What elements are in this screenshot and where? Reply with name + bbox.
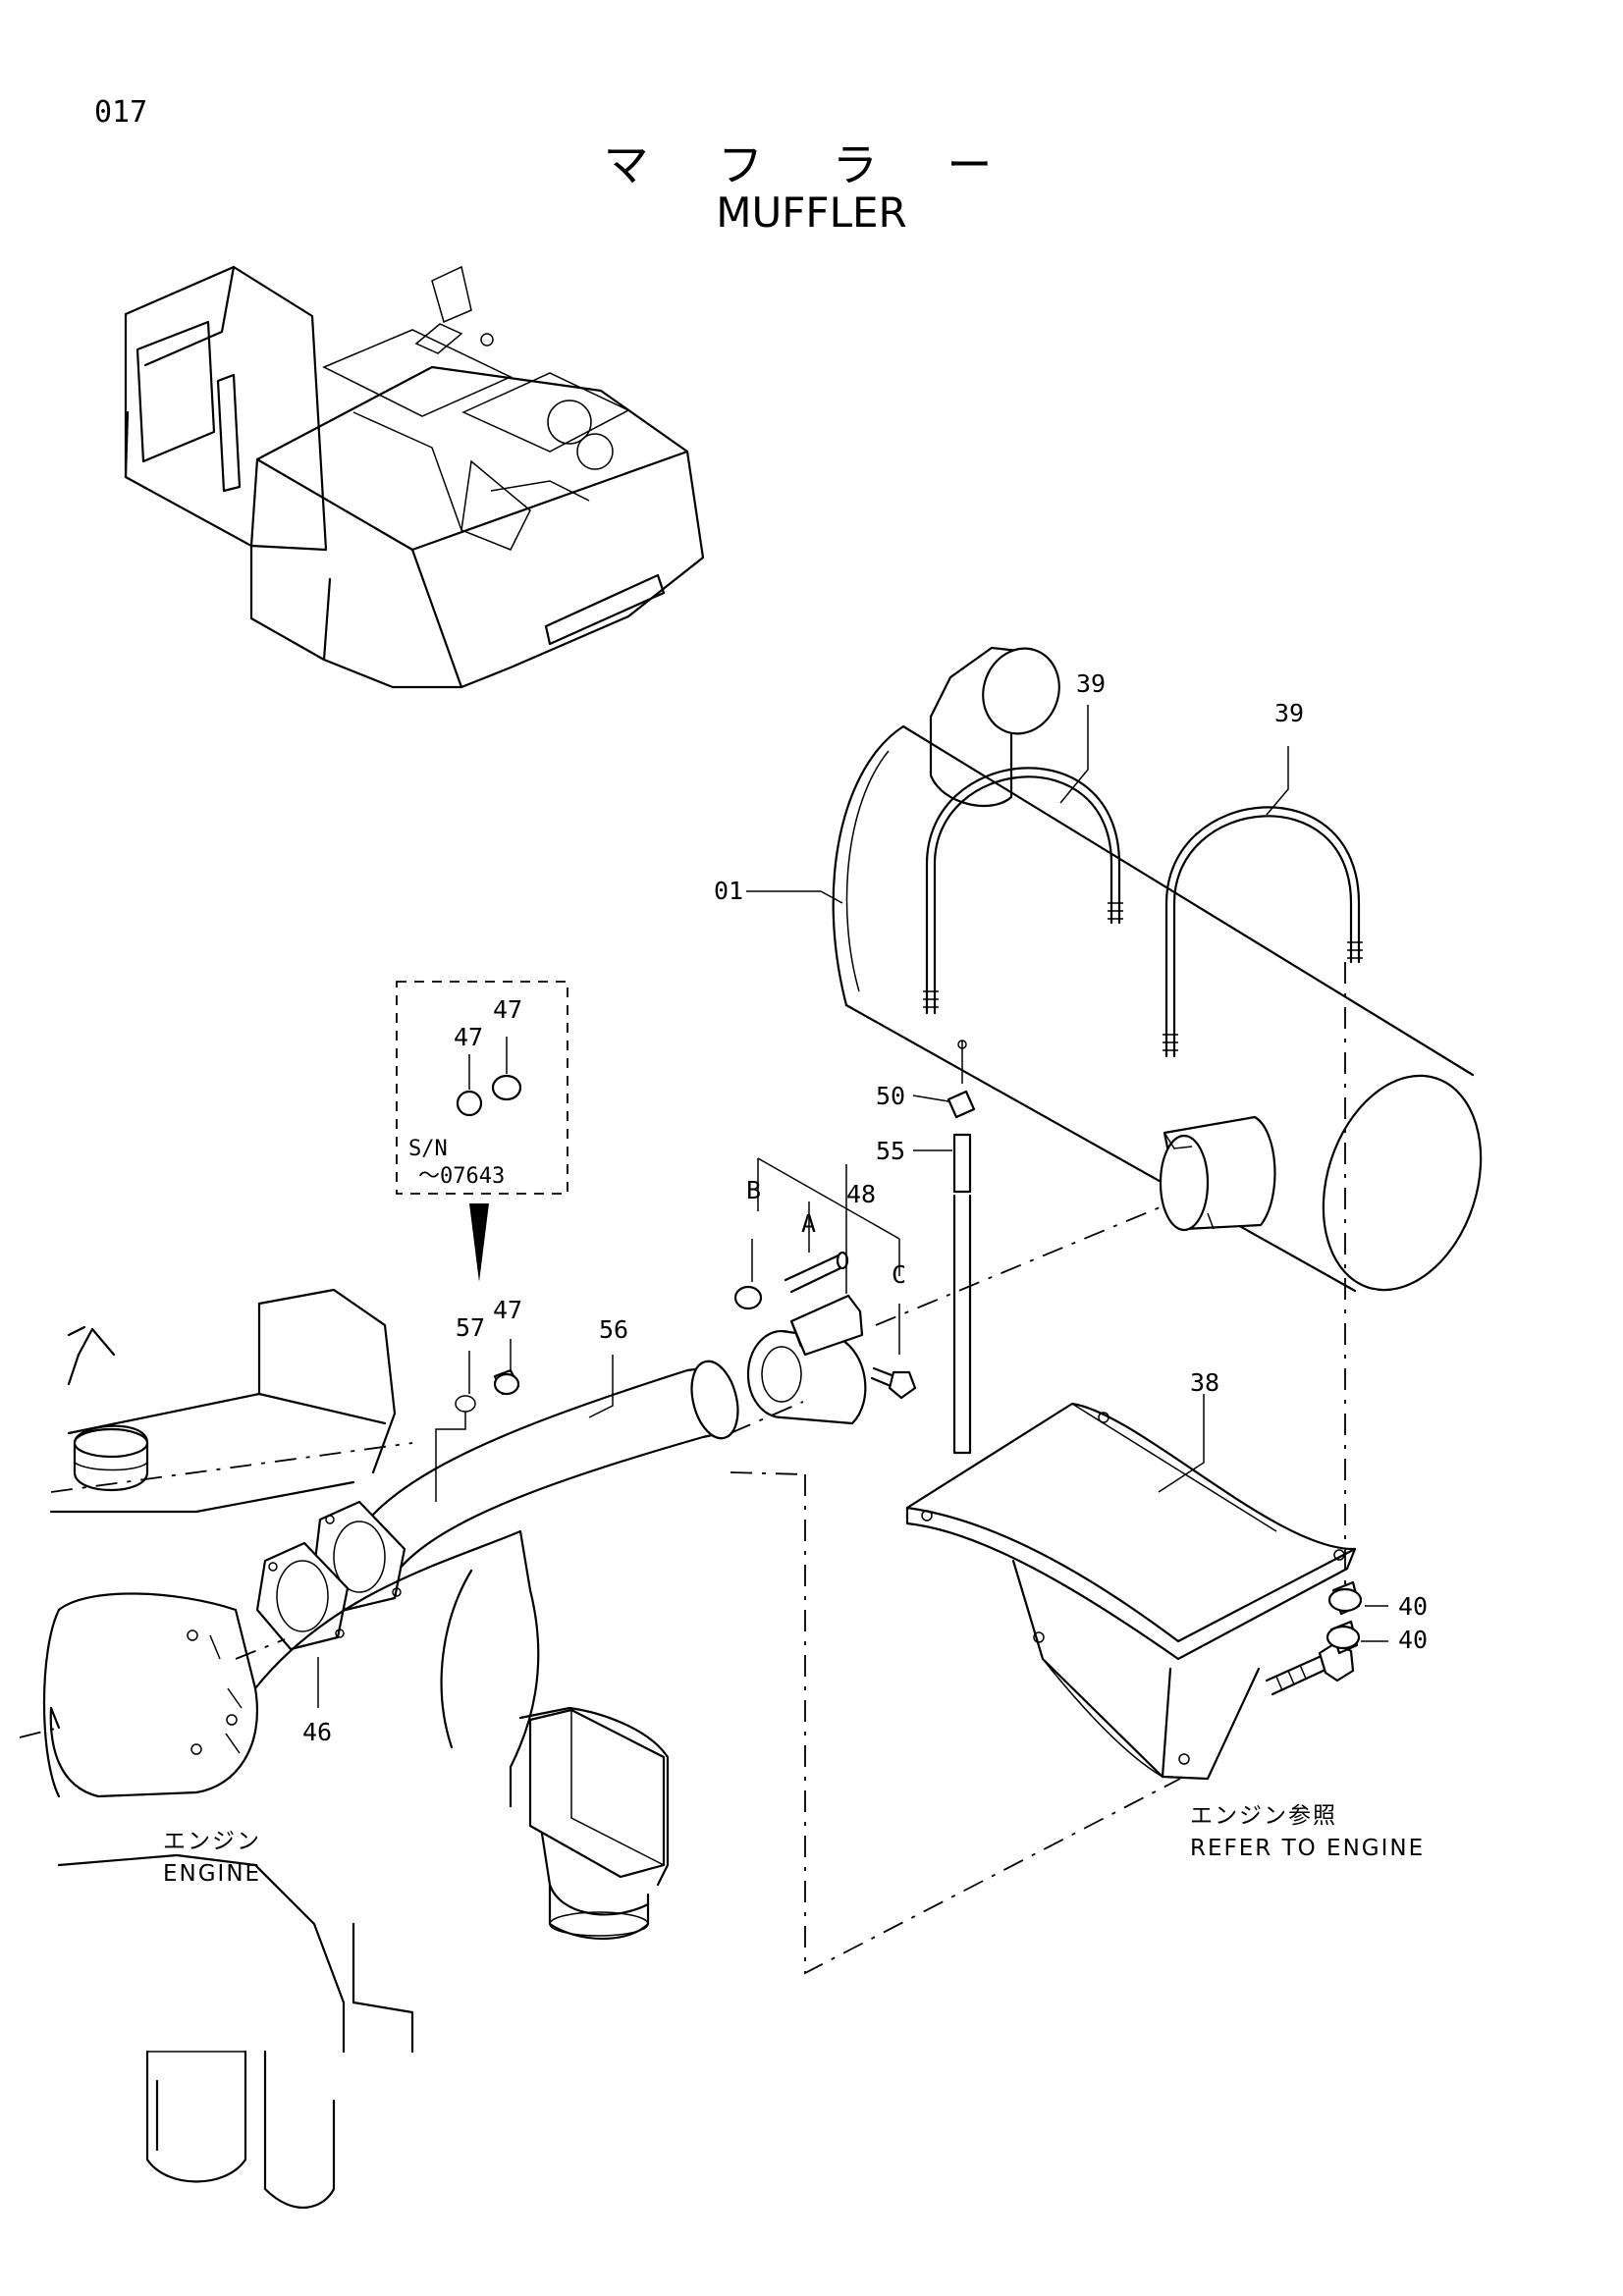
label-part-55: 55 (876, 1137, 906, 1165)
serial-number-box (396, 981, 568, 1282)
page-title: MUFFLER (716, 188, 907, 237)
label-part-38: 38 (1190, 1368, 1220, 1397)
note-engine-en: ENGINE (163, 1861, 262, 1888)
label-part-b: B (746, 1176, 762, 1204)
note-engine: エンジン ENGINE (163, 1826, 261, 1892)
label-part-40-lower: 40 (1398, 1626, 1429, 1654)
label-serial-range: ～07643 (418, 1164, 506, 1189)
label-part-47-box-right: 47 (493, 995, 523, 1024)
leader-lines (317, 705, 1388, 1708)
excavator-overview-icon (124, 265, 705, 689)
label-part-a: A (801, 1209, 817, 1238)
note-refer-jp: エンジン参照 (1190, 1803, 1337, 1829)
nut-icon (1325, 1580, 1363, 1655)
label-part-46: 46 (302, 1718, 333, 1746)
exhaust-pipe-icon (255, 1360, 739, 1651)
muffler-icon (832, 646, 1483, 1293)
label-part-01: 01 (714, 877, 744, 905)
clamp-icon (733, 1157, 917, 1425)
note-refer-en: REFER TO ENGINE (1190, 1836, 1426, 1862)
page-title-japanese: マ フ ラ ー (603, 138, 1020, 191)
page-number: 017 (94, 95, 148, 130)
bracket-icon (905, 1402, 1357, 1781)
label-part-47-box-left: 47 (454, 1023, 484, 1051)
note-engine-jp: エンジン (163, 1829, 261, 1854)
label-part-c: C (892, 1260, 907, 1289)
u-bolt-icon (923, 767, 1363, 1058)
label-part-50: 50 (876, 1082, 906, 1110)
label-part-39-left: 39 (1076, 669, 1107, 698)
engine-icon (19, 1288, 670, 2209)
label-part-56: 56 (599, 1315, 629, 1344)
stud-icon (947, 1040, 976, 1455)
label-serial-sn: S/N (408, 1137, 448, 1161)
label-part-57: 57 (456, 1313, 486, 1342)
note-refer-engine: エンジン参照 REFER TO ENGINE (1190, 1800, 1425, 1866)
label-part-47-lower: 47 (493, 1296, 523, 1324)
label-part-48: 48 (846, 1180, 877, 1208)
center-lines (730, 962, 1346, 1975)
label-part-39-right: 39 (1274, 699, 1305, 727)
label-part-40-upper: 40 (1398, 1592, 1429, 1621)
